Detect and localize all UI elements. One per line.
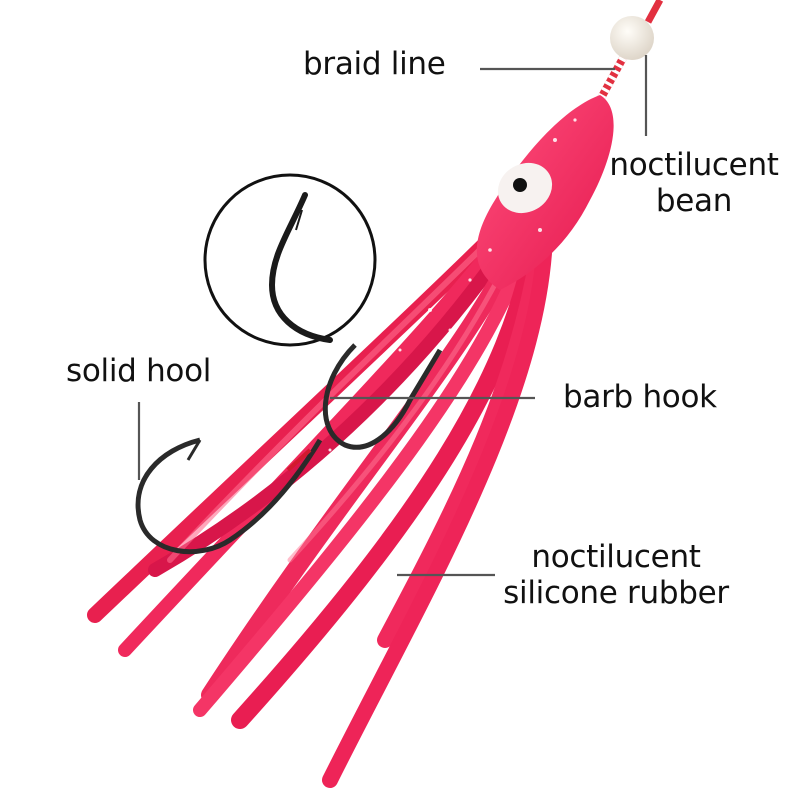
- lure-head: [476, 95, 614, 290]
- solid-hook: [135, 437, 323, 555]
- inset-hook-closeup: [203, 173, 377, 347]
- label-noctilucent-silicone-rubber: noctilucent silicone rubber: [503, 539, 729, 611]
- leader-lines: [137, 55, 648, 577]
- noctilucent-bean: [610, 16, 654, 60]
- eye-pupil: [513, 178, 527, 192]
- label-solid-hook: solid hool: [66, 353, 212, 389]
- barb-hook: [322, 343, 443, 450]
- braid-line: [596, 0, 664, 102]
- hook-wrap: [286, 448, 312, 472]
- label-noctilucent-bean: noctilucent bean: [609, 147, 779, 219]
- label-braid-line: braid line: [303, 46, 446, 82]
- glitter: [238, 118, 577, 592]
- label-barb-hook: barb hook: [563, 379, 717, 415]
